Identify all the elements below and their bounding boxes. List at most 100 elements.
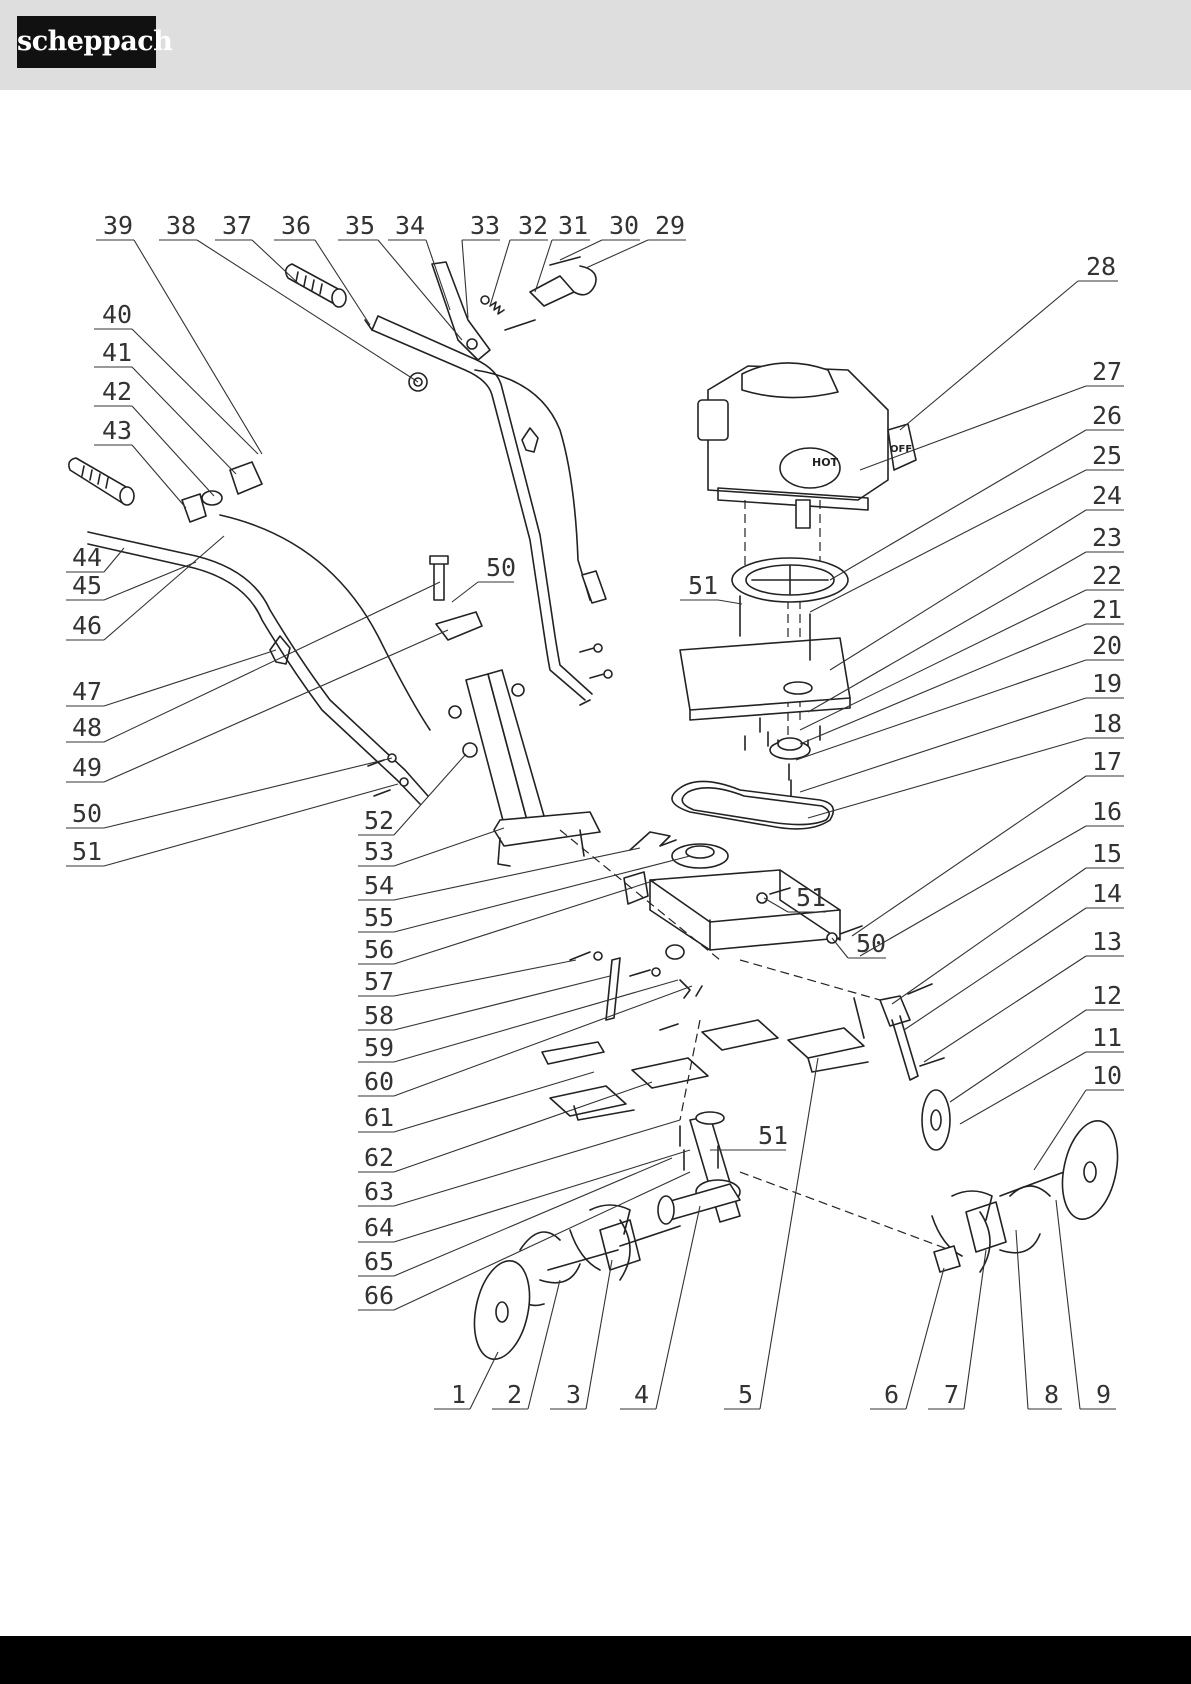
callout-leader-line — [830, 510, 1086, 670]
callout-l58: 58 — [358, 976, 610, 1030]
part-number-label: 3 — [566, 1380, 581, 1409]
callout-leader-line — [394, 1120, 680, 1206]
callout-l24: 24 — [830, 481, 1124, 670]
callout-leader-line — [394, 1150, 690, 1242]
callout-leader-line — [718, 600, 742, 604]
callout-l14: 14 — [904, 879, 1124, 1030]
part-number-label: 62 — [364, 1143, 394, 1172]
callout-leader-line — [104, 784, 398, 866]
part-number-label: 2 — [507, 1380, 522, 1409]
callout-leader-line — [800, 698, 1086, 792]
callout-l28: 28 — [900, 252, 1118, 430]
callout-leader-line — [394, 828, 504, 866]
callout-leader-line — [132, 445, 186, 508]
callout-leader-line — [132, 406, 214, 496]
part-number-label: 46 — [72, 611, 102, 640]
callout-leader-line — [470, 1352, 498, 1409]
callout-leader-line — [960, 1052, 1086, 1124]
callout-leader-line — [452, 582, 478, 602]
part-number-label: 6 — [884, 1380, 899, 1409]
part-number-label: 33 — [470, 211, 500, 240]
callout-leader-line — [760, 1058, 818, 1409]
callout-leader-line — [104, 758, 392, 828]
part-number-label: 49 — [72, 753, 102, 782]
part-number-label: 41 — [102, 338, 132, 367]
callout-leader-line — [950, 1010, 1086, 1102]
callout-l55: 55 — [358, 856, 690, 932]
callout-leader-line — [906, 1268, 944, 1409]
part-number-label: 20 — [1092, 631, 1122, 660]
lever-small-parts — [481, 257, 596, 330]
callout-leader-line — [252, 240, 300, 285]
callout-leader-line — [394, 1082, 652, 1172]
callout-l23: 23 — [808, 523, 1124, 712]
part-number-label: 26 — [1092, 401, 1122, 430]
part-number-label: 58 — [364, 1001, 394, 1030]
part-number-label: 22 — [1092, 561, 1122, 590]
engine: HOT OFF — [698, 363, 916, 528]
part-number-label: 30 — [609, 211, 639, 240]
part-number-label: 54 — [364, 871, 394, 900]
part-number-label: 17 — [1092, 747, 1122, 776]
callout-l18: 18 — [808, 709, 1124, 818]
part-number-label: 36 — [281, 211, 311, 240]
part-number-label: 48 — [72, 713, 102, 742]
part-number-label: 53 — [364, 837, 394, 866]
part-number-label: 51 — [688, 571, 718, 600]
throttle-lever — [432, 262, 490, 360]
part-number-label: 23 — [1092, 523, 1122, 552]
callout-leader-line — [586, 240, 648, 268]
callout-leader-line — [904, 908, 1086, 1030]
callout-l56: 56 — [358, 880, 656, 964]
callout-leader-line — [964, 1250, 986, 1409]
part-number-label: 55 — [364, 903, 394, 932]
footer-bar — [0, 1636, 1191, 1684]
callout-leader-line — [104, 582, 440, 742]
hub-sleeve — [934, 1246, 960, 1272]
part-number-label: 50 — [72, 799, 102, 828]
callout-l48: 48 — [66, 582, 440, 742]
callout-leader-line — [394, 856, 690, 932]
handle-column — [466, 670, 600, 866]
part-number-label: 13 — [1092, 927, 1122, 956]
callout-leader-line — [656, 1206, 700, 1409]
callout-leader-line — [1016, 1230, 1028, 1409]
callout-l64: 64 — [358, 1150, 690, 1242]
callout-l16: 16 — [860, 797, 1124, 956]
callout-leader-line — [560, 240, 602, 260]
callout-l7: 7 — [928, 1250, 986, 1409]
part-number-label: 31 — [558, 211, 588, 240]
callout-l51d: 51 — [710, 1121, 788, 1150]
part-number-label: 40 — [102, 300, 132, 329]
callout-leader-line — [197, 240, 418, 382]
callout-labels: 1234567891011121314151617181920212223242… — [66, 211, 1124, 1409]
callout-l5: 5 — [724, 1058, 818, 1409]
part-number-label: 50 — [486, 553, 516, 582]
part-number-label: 38 — [166, 211, 196, 240]
callout-leader-line — [528, 1280, 560, 1409]
part-number-label: 8 — [1044, 1380, 1059, 1409]
callout-leader-line — [394, 980, 678, 1062]
protection-disc-left — [466, 1256, 538, 1365]
part-number-label: 12 — [1092, 981, 1122, 1010]
callout-l1: 1 — [434, 1352, 498, 1409]
callout-l57: 57 — [358, 960, 576, 996]
callout-leader-line — [394, 960, 576, 996]
part-number-label: 35 — [345, 211, 375, 240]
part-number-label: 57 — [364, 967, 394, 996]
part-number-label: 39 — [103, 211, 133, 240]
part-number-label: 66 — [364, 1281, 394, 1310]
part-number-label: 65 — [364, 1247, 394, 1276]
protection-disc-right — [1054, 1116, 1126, 1225]
callout-l21: 21 — [800, 595, 1124, 744]
tine-assembly-left — [514, 1205, 640, 1305]
part-number-label: 45 — [72, 571, 102, 600]
part-number-label: 37 — [222, 211, 252, 240]
part-number-label: 16 — [1092, 797, 1122, 826]
callout-leader-line — [134, 240, 262, 454]
callout-leader-line — [924, 956, 1086, 1062]
handle-grip-right — [286, 264, 346, 307]
part-number-label: 24 — [1092, 481, 1122, 510]
part-number-label: 15 — [1092, 839, 1122, 868]
callout-l63: 63 — [358, 1120, 680, 1206]
